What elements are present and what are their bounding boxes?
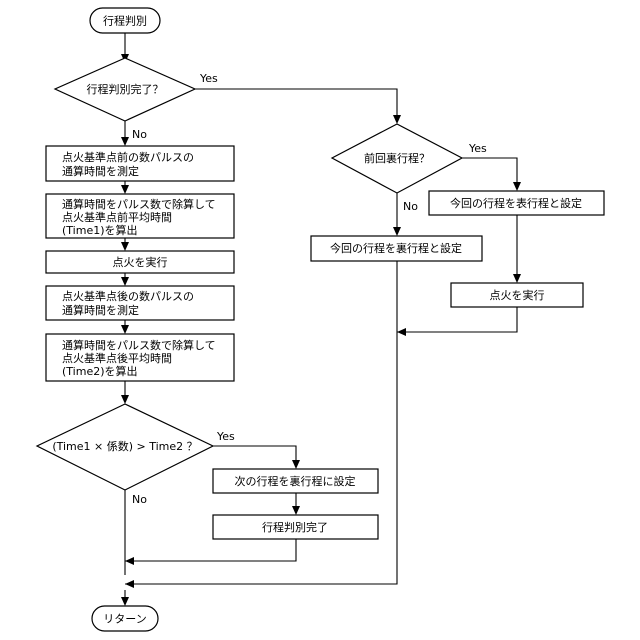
decision-complete: 行程判別完了？ Yes No — [55, 58, 218, 141]
step-text: 点火を実行 — [490, 288, 545, 302]
connector — [213, 446, 296, 463]
step-text: 今回の行程を裏行程と設定 — [330, 241, 462, 255]
decision-prev-back-label: 前回裏行程？ — [364, 151, 430, 165]
step-measure-after: 点火基準点後の数パルスの 通算時間を測定 — [46, 286, 234, 320]
arrowhead — [513, 274, 521, 283]
step-set-next: 次の行程を裏行程に設定 — [213, 469, 378, 493]
connector — [397, 307, 517, 332]
step-set-front: 今回の行程を表行程と設定 — [429, 191, 604, 215]
step-complete: 行程判別完了 — [213, 515, 378, 539]
start-terminal: 行程判別 — [90, 8, 160, 33]
end-terminal: リターン — [92, 606, 158, 631]
step-text: 行程判別完了 — [262, 520, 328, 534]
step-average-before: 通算時間をパルス数で除算して 点火基準点前平均時間 (Time1)を算出 — [46, 194, 234, 238]
step-text: 通算時間を測定 — [62, 303, 139, 317]
decision-complete-label: 行程判別完了？ — [87, 82, 164, 96]
step-text: 今回の行程を表行程と設定 — [450, 196, 582, 210]
no-label: No — [403, 200, 418, 213]
step-text: 点火を実行 — [113, 255, 168, 269]
step-text: 点火基準点前平均時間 — [62, 210, 172, 224]
yes-label: Yes — [216, 430, 235, 443]
step-text: 通算時間をパルス数で除算して — [62, 197, 216, 211]
connector — [195, 89, 397, 118]
no-label: No — [132, 493, 147, 506]
yes-label: Yes — [468, 142, 487, 155]
arrowhead — [393, 115, 401, 124]
step-text: (Time2)を算出 — [62, 364, 138, 378]
step-text: 次の行程を裏行程に設定 — [235, 474, 356, 488]
start-label: 行程判別 — [103, 15, 147, 28]
arrowhead — [121, 242, 129, 251]
arrowhead — [292, 460, 300, 469]
step-set-back: 今回の行程を裏行程と設定 — [311, 236, 482, 261]
step-ignite: 点火を実行 — [46, 251, 234, 273]
connector — [462, 158, 517, 185]
arrowhead — [125, 580, 134, 588]
step-text: 点火基準点前の数パルスの — [62, 150, 194, 164]
arrowhead — [125, 557, 134, 565]
arrowhead — [121, 395, 129, 404]
arrowhead — [513, 182, 521, 191]
yes-label: Yes — [199, 72, 218, 85]
arrowhead — [121, 137, 129, 146]
no-label: No — [132, 128, 147, 141]
arrowhead — [397, 328, 406, 336]
decision-compare-label: (Time1 × 係数) > Time2 ？ — [52, 440, 197, 453]
step-text: 通算時間をパルス数で除算して — [62, 338, 216, 352]
arrowhead — [121, 597, 129, 606]
connector — [125, 539, 296, 561]
arrowhead — [121, 185, 129, 194]
step-text: 点火基準点後平均時間 — [62, 351, 172, 365]
end-label: リターン — [103, 613, 146, 626]
step-text: 点火基準点後の数パルスの — [62, 289, 194, 303]
step-ignite-right: 点火を実行 — [451, 283, 583, 307]
arrowhead — [393, 227, 401, 236]
step-text: (Time1)を算出 — [62, 223, 138, 237]
arrowhead — [121, 325, 129, 334]
step-average-after: 通算時間をパルス数で除算して 点火基準点後平均時間 (Time2)を算出 — [46, 334, 234, 381]
arrowhead — [121, 277, 129, 286]
step-text: 通算時間を測定 — [62, 164, 139, 178]
decision-compare: (Time1 × 係数) > Time2 ？ Yes No — [37, 404, 235, 506]
arrowhead — [292, 506, 300, 515]
step-measure-before: 点火基準点前の数パルスの 通算時間を測定 — [46, 146, 234, 181]
